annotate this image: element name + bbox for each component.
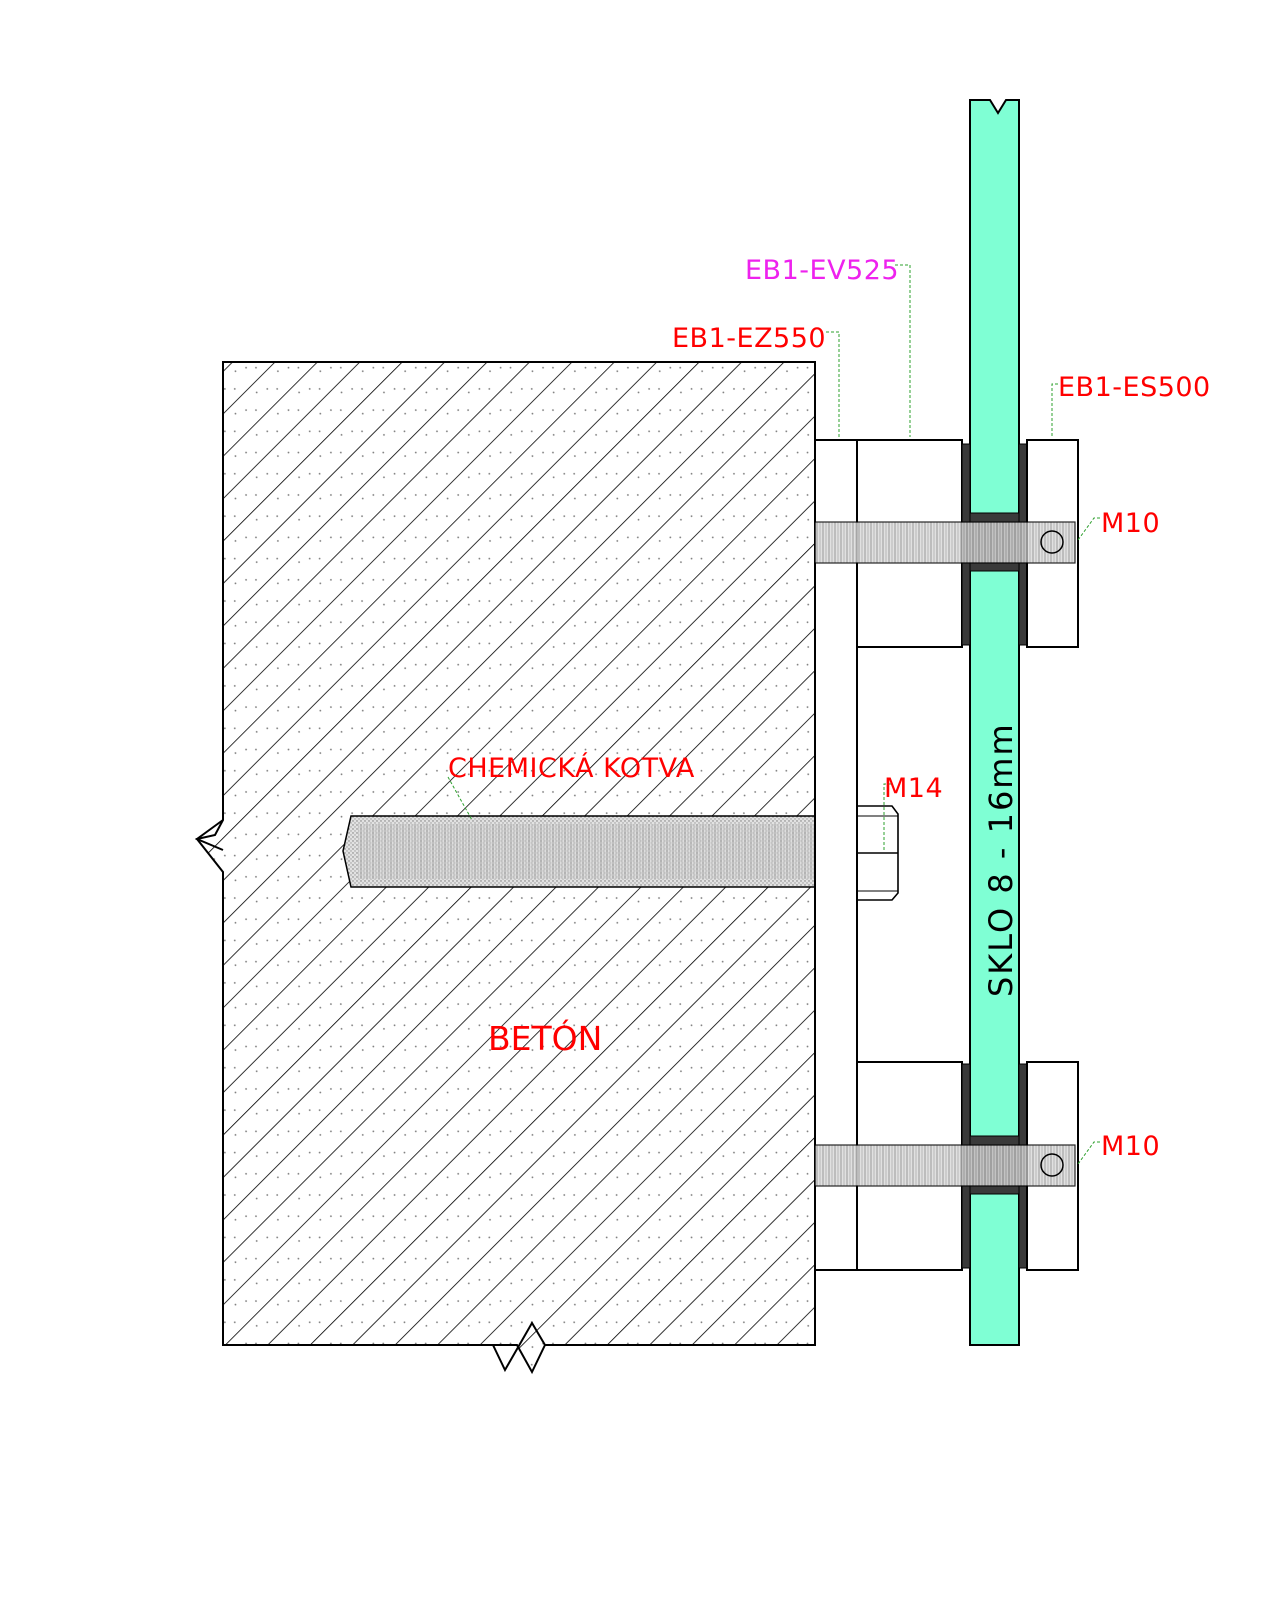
label-m10-bottom: M10 <box>1101 1131 1160 1162</box>
label-ez550: EB1-EZ550 <box>672 323 826 354</box>
leader-lines <box>447 264 1100 1165</box>
m10-bolt-bottom <box>814 1144 1076 1187</box>
label-ev525: EB1-EV525 <box>745 255 899 286</box>
label-es500: EB1-ES500 <box>1058 372 1211 403</box>
label-m10-top: M10 <box>1101 508 1160 539</box>
glass-pane <box>969 99 1020 1346</box>
ez550-plate <box>814 439 858 1271</box>
label-concrete: BETÓN <box>488 1018 602 1058</box>
label-glass: SKLO 8 - 16mm <box>982 722 1020 997</box>
m14-nut <box>856 805 899 901</box>
m10-bolt-top <box>814 521 1076 564</box>
chemical-anchor-rod <box>342 815 888 888</box>
label-m14: M14 <box>884 773 943 804</box>
label-chemical-anchor: CHEMICKÁ KOTVA <box>448 752 695 784</box>
